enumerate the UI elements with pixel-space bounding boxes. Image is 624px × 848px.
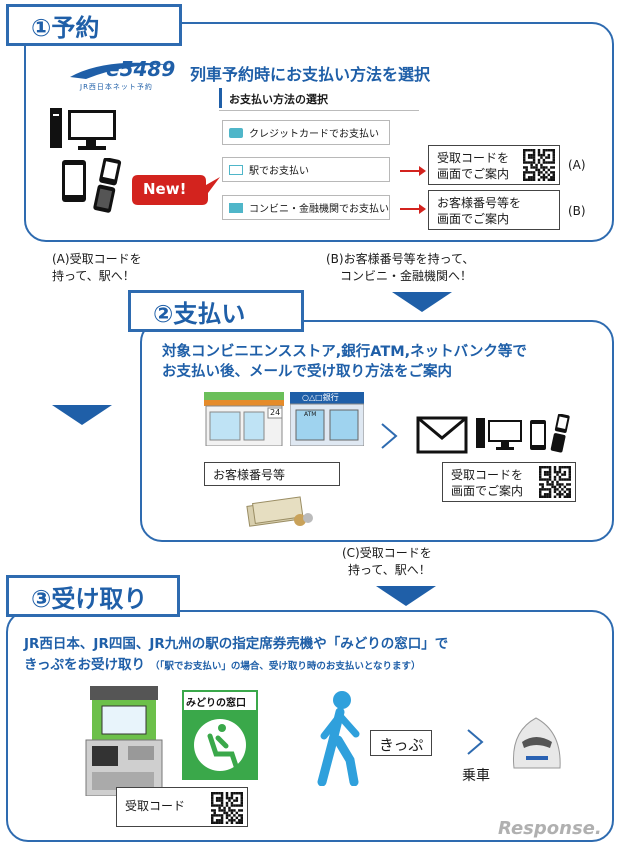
down-arrow-left	[52, 405, 112, 425]
flip-phone-icon-2	[550, 413, 570, 458]
smartphone-icon-2	[530, 420, 546, 454]
flow-b-line1: (B)お客様番号等を持って、	[326, 252, 475, 266]
flow-a-line1: (A)受取コードを	[52, 252, 142, 266]
option-credit-card-label: クレジットカードでお支払い	[249, 129, 379, 140]
section2-headline-1: 対象コンビニエンスストア,銀行ATM,ネットバンク等で	[162, 344, 527, 360]
ticket-machine-icon	[84, 686, 164, 800]
hollow-arrow-right-2	[466, 728, 484, 760]
hollow-arrow-right	[380, 422, 398, 454]
receive-code-box-3: 受取コード	[116, 787, 248, 827]
option-credit-card[interactable]: クレジットカードでお支払い	[222, 120, 390, 145]
money-icon	[244, 496, 314, 532]
receive-tab: ③受け取り	[6, 575, 180, 617]
midori-sign-top	[184, 692, 256, 710]
smartphone-icon	[62, 160, 86, 206]
receive-code-box-2: 受取コードを 画面でご案内	[442, 462, 576, 502]
down-arrow-to-payment	[392, 292, 452, 312]
store-icon	[229, 202, 243, 213]
flow-b-line2: コンビニ・金融機関へ！	[340, 269, 473, 283]
section2-headline-2: お支払い後、メールで受け取り方法をご案内	[162, 364, 452, 380]
option-station[interactable]: 駅でお支払い	[222, 157, 390, 182]
logo-text: e5489	[106, 57, 176, 81]
logo-subtext: JR西日本ネット予約	[80, 83, 153, 91]
customer-number-box: お客様番号等	[204, 462, 340, 486]
bank-sign: ○△□銀行	[302, 393, 339, 402]
desktop-pc-icon-2	[476, 418, 524, 456]
flow-c-line2: 持って、駅へ！	[348, 563, 431, 577]
qr-code-icon	[523, 149, 555, 181]
section3-headline-1: JR西日本、JR四国、JR九州の駅の指定席券売機や「みどりの窓口」で	[24, 636, 449, 652]
receive-code-box-a: 受取コードを 画面でご案内	[428, 145, 560, 185]
box-b-line2: 画面でご案内	[437, 212, 510, 226]
payment-tab: ②支払い	[128, 290, 304, 332]
bank-atm-icon: ○△□銀行 ATM	[289, 392, 365, 447]
qr-code-icon-2	[539, 466, 571, 498]
customer-number-label: お客様番号等	[213, 468, 286, 482]
response-watermark: Response.	[498, 818, 602, 839]
payment-panel-title: お支払い方法の選択	[229, 93, 328, 106]
midori-window-sign: みどりの窓口	[182, 690, 258, 780]
label-a: (A)	[568, 158, 586, 172]
code-label: 受取コード	[125, 799, 186, 813]
box2-line1: 受取コードを	[451, 468, 524, 482]
box-a-line1: 受取コードを	[437, 151, 510, 165]
section3-headline-2-row: きっぷをお受け取り （「駅でお支払い」の場合、受け取り時のお支払いとなります）	[24, 653, 421, 673]
walking-person-icon	[316, 690, 362, 790]
arrow-convenience-to-b	[400, 204, 426, 214]
e5489-logo: e5489 JR西日本ネット予約	[66, 55, 176, 95]
box2-line2: 画面でご案内	[451, 484, 524, 498]
box-b-line1: お客様番号等を	[437, 196, 522, 210]
atm-label: ATM	[304, 411, 317, 418]
new-badge: New!	[132, 173, 222, 207]
seat-person-icon	[194, 719, 246, 771]
qr-code-icon-3	[211, 792, 243, 824]
option-station-label: 駅でお支払い	[249, 166, 309, 177]
down-arrow-to-receive	[376, 586, 436, 606]
station-icon	[229, 164, 243, 175]
panel-divider	[219, 110, 419, 111]
section3-headline-note: （「駅でお支払い」の場合、受け取り時のお支払いとなります）	[150, 661, 421, 672]
section1-headline: 列車予約時にお支払い方法を選択	[190, 65, 431, 84]
box-a-line2: 画面でご案内	[437, 167, 510, 181]
reservation-tab: ①予約	[6, 4, 182, 46]
flow-c-line1: (C)受取コードを	[342, 546, 432, 560]
desktop-pc-icon	[50, 108, 120, 156]
payment-panel-bar	[219, 88, 222, 108]
flip-phone-icon	[92, 157, 122, 218]
new-badge-label: New!	[143, 180, 187, 198]
shinkansen-icon	[506, 712, 568, 774]
option-convenience[interactable]: コンビニ・金融機関でお支払い	[222, 195, 390, 220]
ticket-box: きっぷ	[370, 730, 432, 756]
board-label: 乗車	[462, 768, 490, 784]
convenience-store-icon: 24	[204, 392, 284, 447]
arrow-station-to-a	[400, 166, 426, 176]
customer-number-box-b: お客様番号等を 画面でご案内	[428, 190, 560, 230]
flow-a-line2: 持って、駅へ！	[52, 269, 135, 283]
credit-card-icon	[229, 127, 243, 138]
mail-icon	[416, 416, 468, 458]
option-convenience-label: コンビニ・金融機関でお支払い	[249, 204, 389, 215]
store-number: 24	[270, 408, 281, 417]
midori-sign-label: みどりの窓口	[186, 698, 246, 709]
section3-headline-2: きっぷをお受け取り	[24, 657, 145, 673]
label-b: (B)	[568, 204, 586, 218]
ticket-label: きっぷ	[379, 736, 424, 754]
